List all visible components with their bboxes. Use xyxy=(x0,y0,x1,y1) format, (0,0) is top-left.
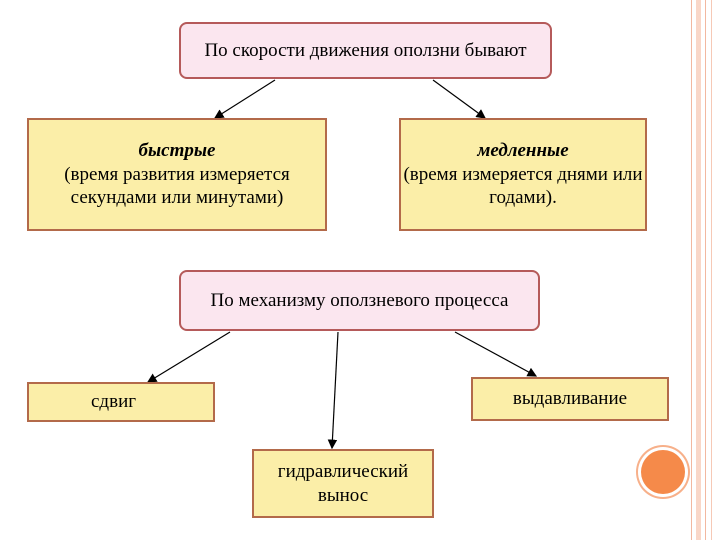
slow-title: медленные xyxy=(477,139,569,161)
fast-body: (время развития измеряется секундами или… xyxy=(64,163,290,209)
arrow-to-fast xyxy=(213,79,276,119)
arrow-to-hydraulic xyxy=(327,331,339,450)
fast-title: быстрые xyxy=(138,139,216,161)
decor-border-line xyxy=(711,0,712,540)
decor-border-line xyxy=(691,0,692,540)
arrow-to-shear xyxy=(146,331,231,383)
arrow-to-extrusion xyxy=(454,331,538,377)
hydraulic-text: гидравлический вынос xyxy=(277,460,409,506)
decor-circle xyxy=(641,450,685,494)
slow-box: медленные (время измеряется днями или го… xyxy=(399,118,647,231)
speed-header-text: По скорости движения оползни бывают xyxy=(204,39,527,61)
shear-box: сдвиг xyxy=(27,382,215,422)
decor-border-line xyxy=(705,0,706,540)
mechanism-header-box: По механизму оползневого процесса xyxy=(179,270,540,331)
arrow-to-slow xyxy=(432,79,486,119)
shear-text: сдвиг xyxy=(91,391,137,413)
mechanism-header-text: По механизму оползневого процесса xyxy=(210,289,509,311)
slow-body: (время измеряется днями или годами). xyxy=(403,163,643,209)
fast-box: быстрые (время развития измеряется секун… xyxy=(27,118,327,231)
hydraulic-box: гидравлический вынос xyxy=(252,449,434,518)
extrusion-text: выдавливание xyxy=(512,388,628,410)
extrusion-box: выдавливание xyxy=(471,377,669,421)
speed-header-box: По скорости движения оползни бывают xyxy=(179,22,552,79)
decor-border-band xyxy=(696,0,701,540)
